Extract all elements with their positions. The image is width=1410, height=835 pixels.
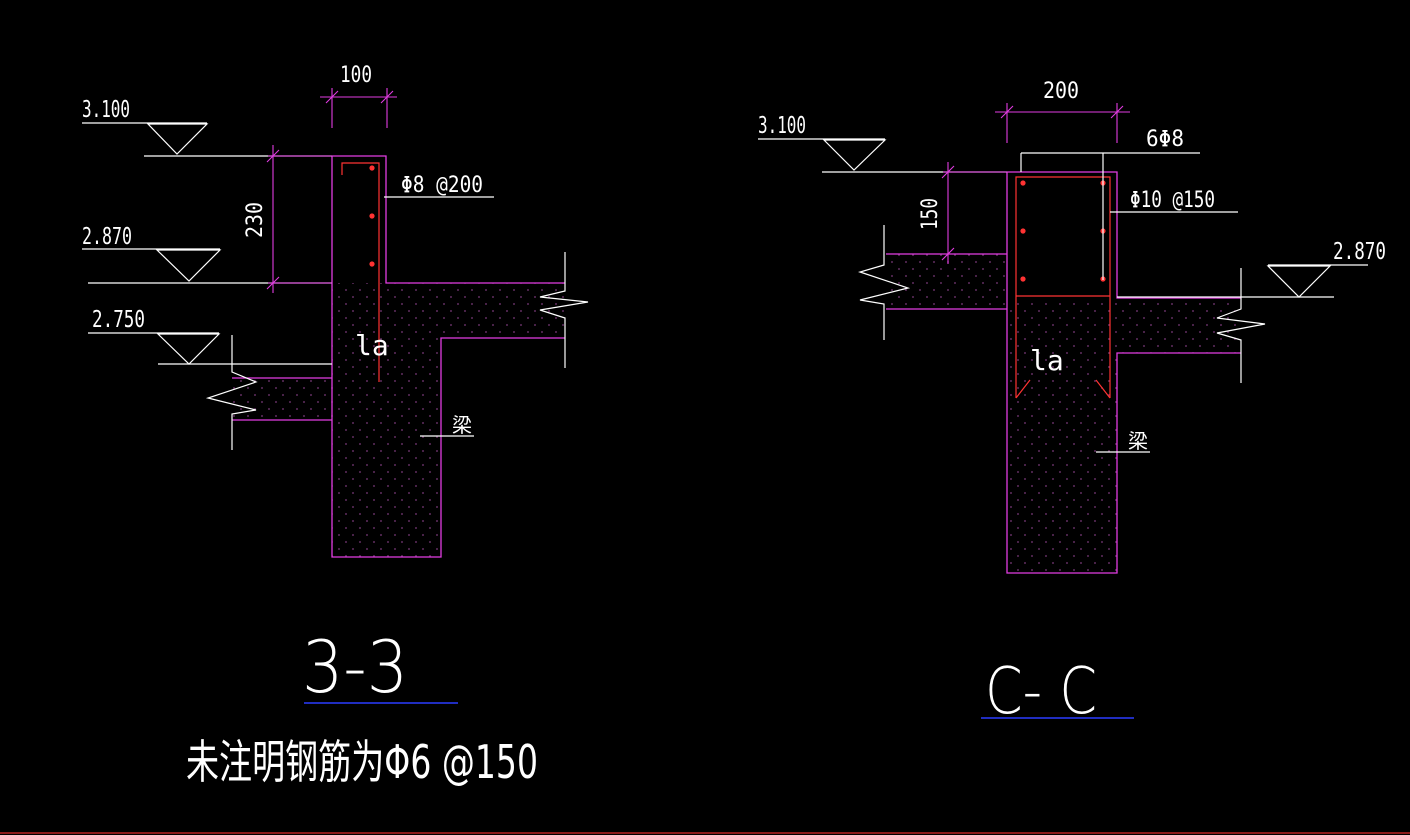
elevation-label-3100-cc: 3.100 [758,113,806,139]
beam-label: 梁 [452,413,472,437]
dimension-width-label: 100 [340,63,372,88]
break-lines-c-c [857,225,1266,383]
dimensions-3-3 [266,88,397,293]
anchorage-label: la [355,329,389,362]
section-title-3-3: 3-3 [302,625,408,709]
elevation-label-2870: 2.870 [82,224,132,250]
dimension-height-label-cc: 150 [918,198,943,230]
elevation-marks-3-3 [82,122,494,437]
rebar-3-3 [341,162,380,382]
elevation-label-2870-cc: 2.870 [1333,239,1386,265]
section-c-c: 3.100 2.870 200 150 6Φ8 Φ10 @150 la 梁 C-… [758,79,1386,729]
elevation-marks-c-c [758,138,1368,453]
stirrup-spec-label: Φ10 @150 [1130,188,1215,213]
rebar-spec-label: Φ8 @200 [401,173,483,198]
general-note: 未注明钢筋为Φ6 @150 [186,735,538,789]
dimension-height-label: 230 [243,202,268,238]
beam-label-cc: 梁 [1128,429,1148,453]
elevation-label-3100: 3.100 [82,97,130,123]
break-lines-3-3 [205,252,589,450]
section-title-c-c: C- C [985,655,1097,729]
rebar-c-c [1015,176,1111,399]
top-bar-label: 6Φ8 [1146,127,1184,152]
dimensions-c-c [941,103,1130,264]
dimension-width-label-cc: 200 [1043,79,1079,104]
concrete-hatch-3-3 [232,283,565,557]
anchorage-label-cc: la [1030,344,1064,377]
section-3-3: 3.100 2.870 2.750 100 230 Φ8 @200 la 梁 3… [82,63,589,789]
section-outline-3-3 [232,155,565,558]
concrete-hatch-c-c [886,254,1241,573]
elevation-label-2750: 2.750 [92,307,145,333]
